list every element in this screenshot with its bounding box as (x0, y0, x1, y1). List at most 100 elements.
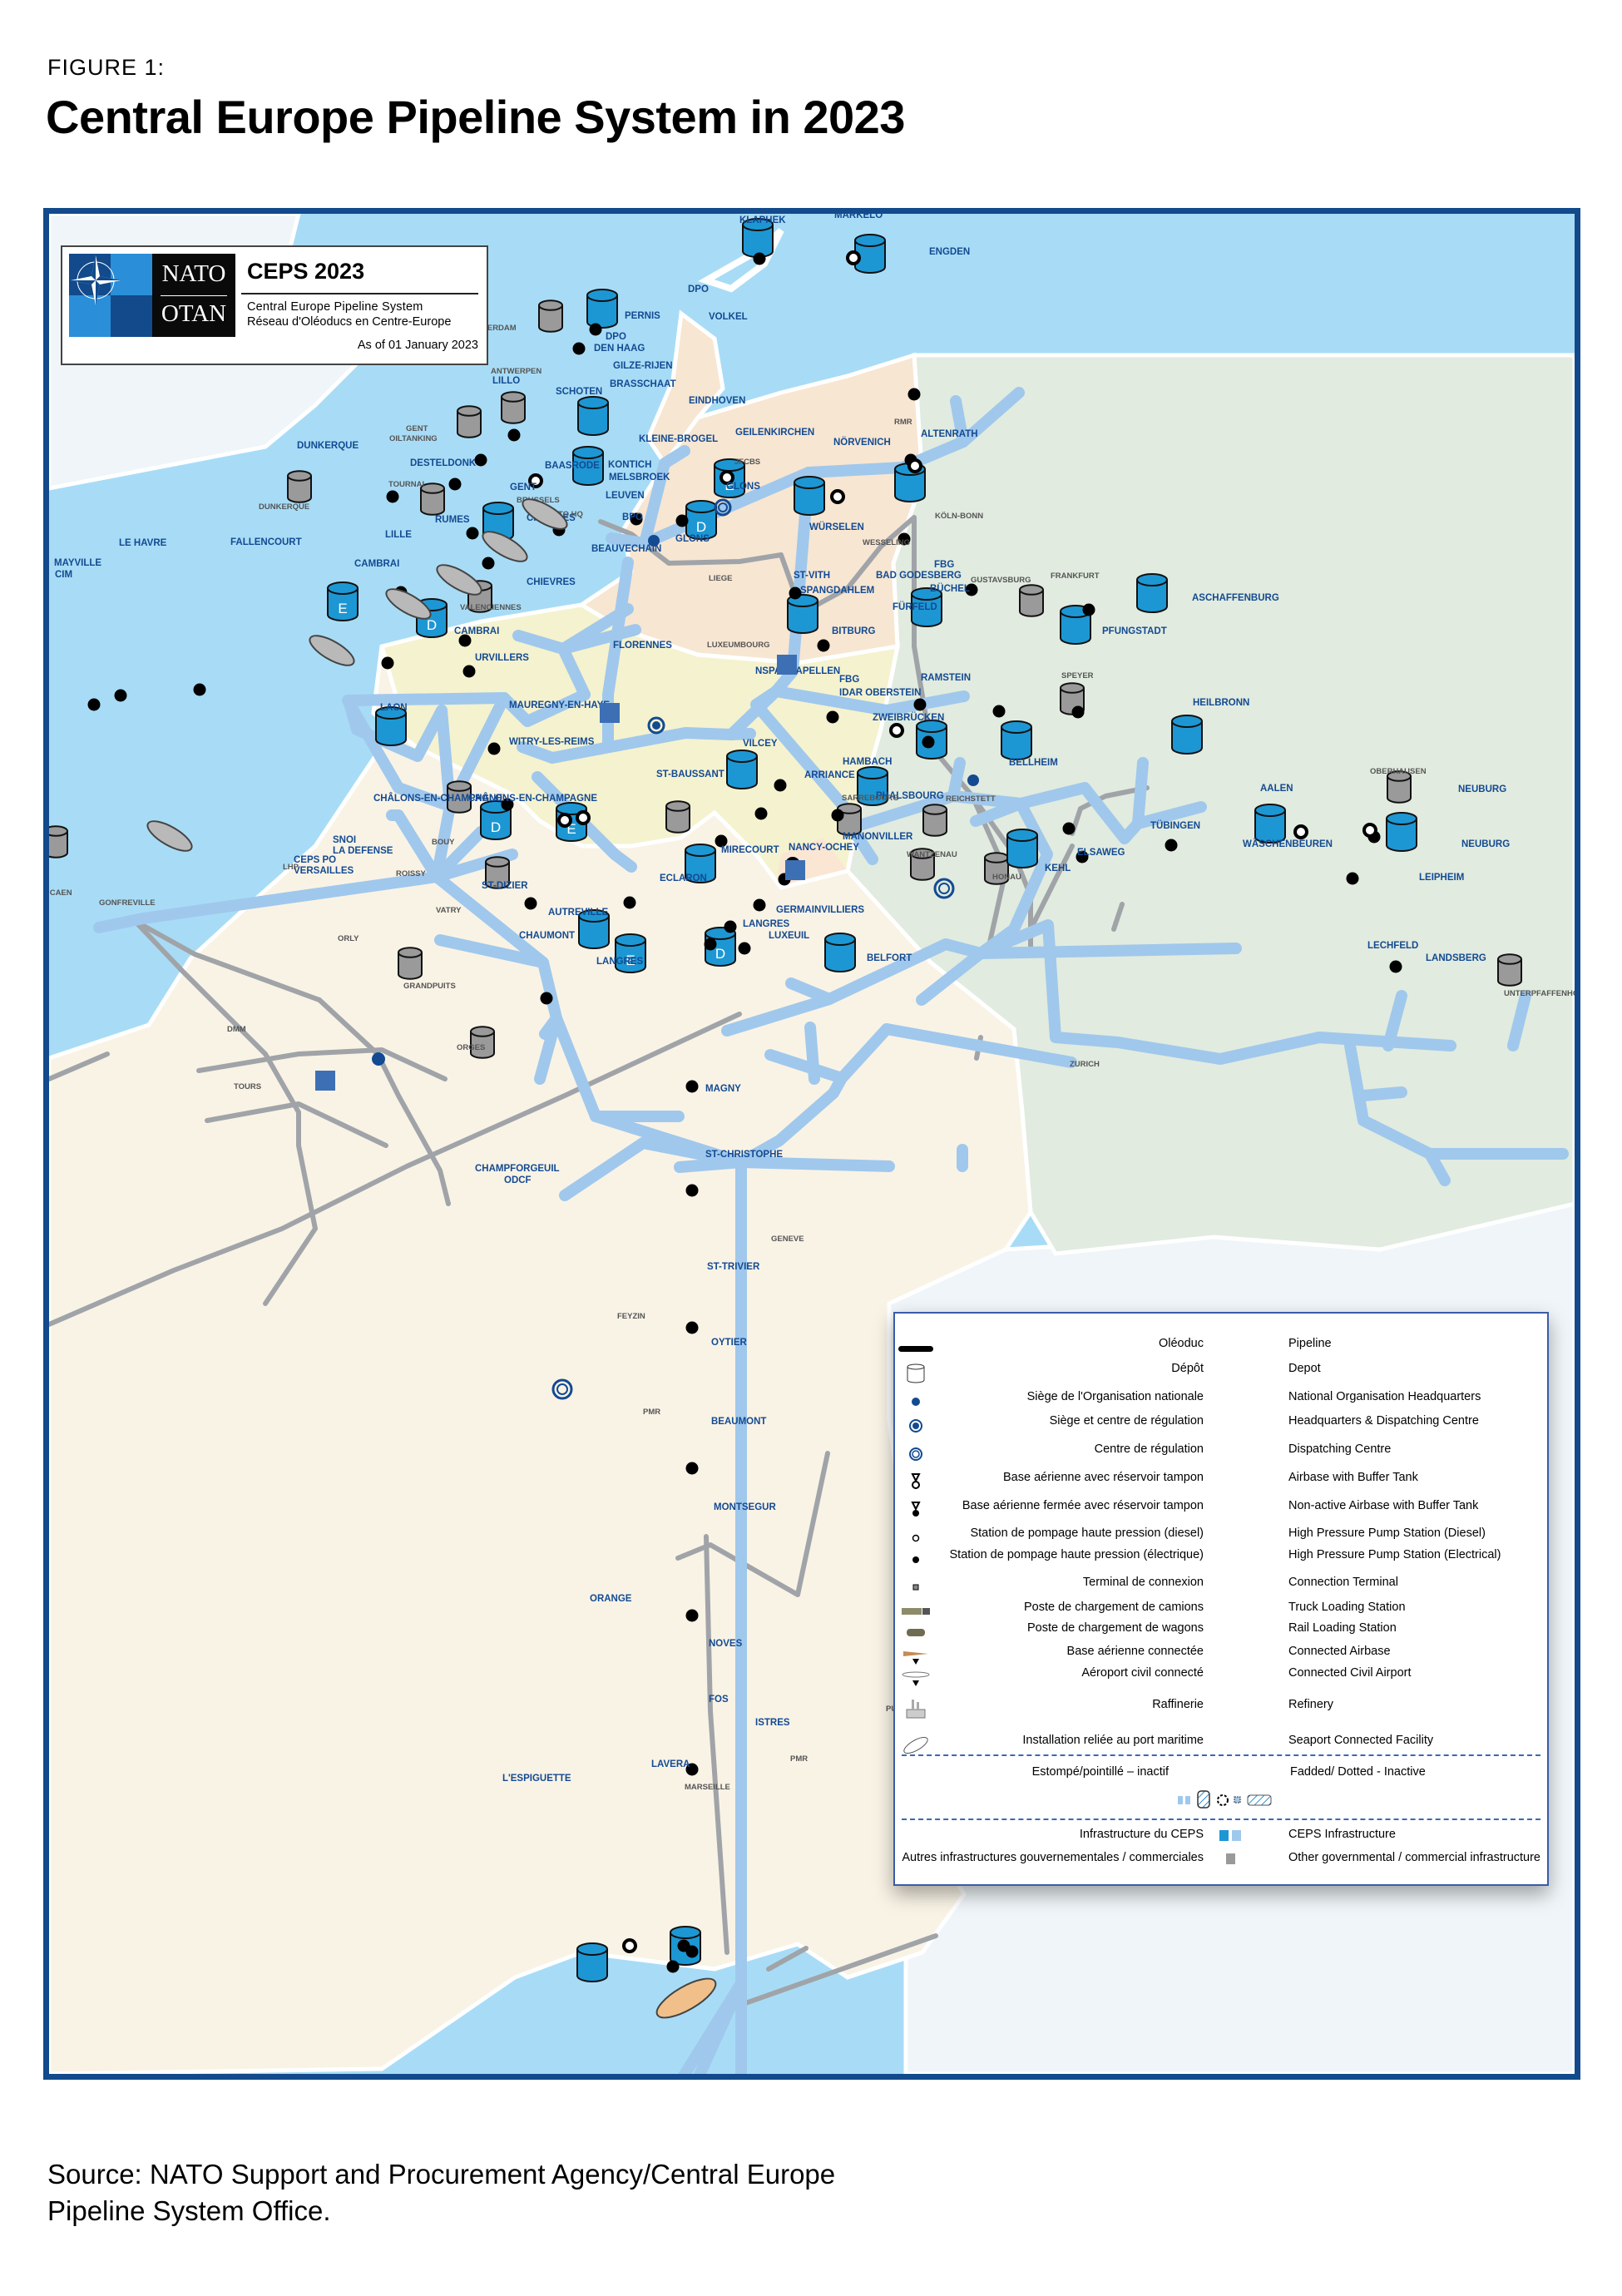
pump-electrical-icon (1165, 839, 1178, 852)
place-label: SARREBOURG (842, 794, 899, 803)
place-label: GENT (510, 482, 537, 492)
place-label: KLAPHEK (739, 215, 786, 225)
depot-icon (420, 482, 445, 516)
place-label: VERSAILLES (294, 866, 354, 876)
place-label: NEUBURG (1458, 784, 1506, 794)
place-label: SCHOTEN (556, 387, 602, 397)
place-label: KONTICH (608, 460, 651, 470)
legend-label-fr: Station de pompage haute pression (élect… (949, 1548, 1204, 1561)
place-label: JFCBS (734, 458, 760, 467)
depot-icon (501, 391, 526, 424)
figure-label: FIGURE 1: (47, 55, 166, 80)
place-label: OBERHAUSEN (1370, 767, 1427, 776)
pump-electrical-icon (462, 665, 476, 678)
place-label: OILTANKING (389, 434, 438, 443)
depot-icon (1254, 803, 1286, 844)
depot-icon (854, 233, 886, 275)
place-label: ORGES (457, 1043, 485, 1052)
place-label: MONTSEGUR (714, 1502, 776, 1512)
place-label: DUNKERQUE (259, 502, 309, 512)
map-title: CEPS 2023 (247, 259, 365, 284)
legend-label-fr: Oléoduc (1158, 1337, 1204, 1350)
tanker-ship-icon (522, 498, 568, 530)
hq-dispatching-icon (909, 1419, 922, 1433)
depot-icon (685, 843, 716, 884)
headquarters-markers (315, 498, 979, 1400)
place-label: ASCHAFFENBURG (1192, 593, 1279, 603)
depot-icon (984, 852, 1009, 885)
pump-electrical-icon (675, 514, 689, 527)
pump-electrical-icon (685, 1609, 699, 1622)
place-label: REICHSTETT (946, 794, 996, 804)
place-label: LUXEUIL (769, 931, 809, 941)
place-label: BELFORT (867, 953, 912, 963)
legend-row-ceps-infrastructure: Infrastructure du CEPS CEPS Infrastructu… (1079, 1828, 1396, 1841)
place-label: LILLO (492, 376, 520, 386)
pump-electrical-icon (685, 1462, 699, 1475)
pump-diesel-icon (907, 458, 922, 473)
depot-icon (907, 1363, 925, 1383)
legend-row: Station de pompage haute pression (diese… (895, 1527, 1547, 1546)
legend-label-fr: Aéroport civil connecté (1081, 1666, 1204, 1680)
place-label: WANTZENAU (907, 850, 957, 859)
place-label: DPO (688, 285, 709, 294)
place-label: HEILBRONN (1193, 698, 1249, 708)
depot-icon: D (685, 499, 717, 541)
legend-row-other-infrastructure: Autres infrastructures gouvernementales … (902, 1851, 1540, 1864)
legend-label-fr: Siège de l'Organisation nationale (1026, 1390, 1204, 1403)
depot-icon (910, 848, 935, 881)
place-label: ST-DIZIER (482, 881, 528, 891)
place-label: VILCEY (743, 739, 778, 749)
national-hq-icon (967, 774, 979, 786)
place-label: IDAR OBERSTEIN (839, 688, 921, 698)
legend-label-en: Truck Loading Station (1288, 1601, 1406, 1614)
depot-icon (457, 405, 482, 438)
place-label: FBG (934, 560, 954, 570)
depot-icon: E (615, 933, 646, 974)
pump-electrical-icon (482, 557, 495, 570)
place-label: CHIEVRES (527, 577, 576, 587)
place-label: NANCY-OCHEY (789, 843, 859, 853)
place-label: SPANGDAHLEM (800, 586, 874, 596)
depot-icon (726, 749, 758, 790)
airliner-icon (902, 1671, 930, 1686)
place-label: GLONS (726, 482, 760, 492)
depot-icon (470, 1026, 495, 1059)
truck-icon (902, 1608, 930, 1615)
legend-label-en: Airbase with Buffer Tank (1288, 1471, 1418, 1484)
place-label: MANONVILLER (843, 832, 913, 842)
place-label: SPEYER (1061, 671, 1094, 680)
nspa-icon (785, 860, 805, 880)
ceps-pipelines (93, 387, 1569, 2074)
nato-hq-icon (600, 703, 620, 723)
land-netherlands (577, 352, 925, 666)
place-label: LAVERA (651, 1759, 690, 1769)
depot-icon (787, 593, 818, 635)
place-label: CEPS PO (294, 855, 336, 865)
depot-icon: E (327, 581, 359, 622)
depot-icon (375, 705, 407, 747)
place-label: DPO (606, 332, 626, 342)
tanker-ship-icon (903, 1736, 928, 1754)
place-label: PMR (643, 1408, 660, 1417)
inactive-symbols-icon (1178, 1790, 1272, 1809)
legend-label-en: National Organisation Headquarters (1288, 1390, 1481, 1403)
depot-icon (911, 586, 942, 628)
tanker-ship-icon (146, 820, 193, 852)
dispatching-centre-icon (933, 878, 955, 899)
depot-type-mark: D (427, 617, 437, 633)
pump-electrical-icon (448, 478, 462, 491)
place-label: ORLY (338, 934, 359, 943)
place-label: VATRY (436, 906, 462, 915)
place-label: CAMBRAI (454, 626, 499, 636)
legend-row: Siège de l'Organisation nationale Nationa… (895, 1390, 1547, 1410)
depot-icon (578, 908, 610, 950)
pump-electrical-icon (589, 323, 602, 336)
depot-icon (1387, 770, 1412, 804)
pump-electrical-icon (965, 583, 978, 596)
title-box: NATO OTAN CEPS 2023 Central Europe Pipel… (61, 245, 488, 365)
depot-icon (1386, 811, 1417, 853)
place-label: OYTIER (711, 1338, 748, 1348)
